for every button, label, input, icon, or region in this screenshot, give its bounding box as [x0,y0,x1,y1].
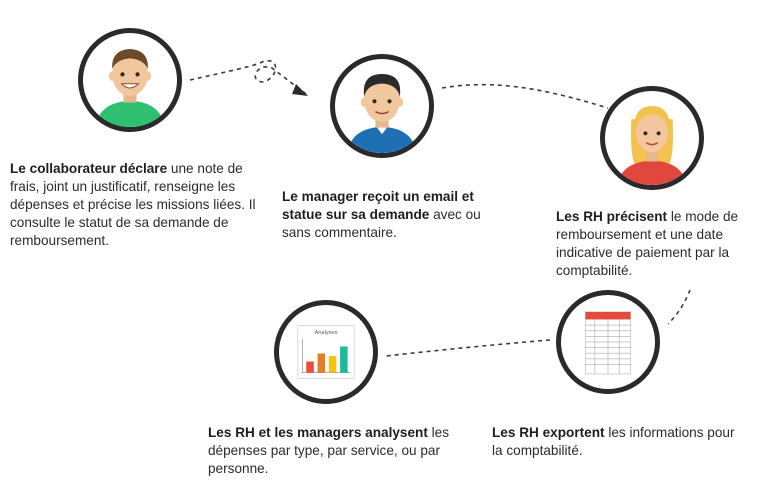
step-analyses-bold: Les RH et les managers analysent [208,425,428,440]
step-analyses-caption: Les RH et les managers analysent les dép… [208,424,454,478]
step-export-caption: Les RH exportent les informations pour l… [492,424,736,460]
step-hr-caption: Les RH précisent le mode de remboursemen… [556,208,764,280]
analyses-bar-2 [317,353,326,373]
connector-4-5 [385,339,551,357]
collaborator-avatar [78,28,182,132]
export-spreadsheet-icon [556,290,660,394]
step-manager-bold: Le manager reçoit un email et statue sur… [282,189,474,222]
analyses-bar-1 [306,361,314,373]
step-collaborator-text: une note de frais, joint un justificatif… [10,161,256,248]
connector-arrow-head [292,84,308,96]
hr-avatar [600,86,704,190]
step-manager-text: avec ou sans commentaire. [282,207,481,240]
step-collaborator-caption: Le collaborateur déclare une note de fra… [10,160,272,250]
step-collaborator-bold: Le collaborateur déclare [10,161,168,176]
connector-3-4 [667,289,691,325]
step-export-text: les informations pour la comptabilité. [492,425,735,458]
step-hr-text: le mode de remboursement et une date ind… [556,209,739,278]
step-analyses-text: les dépenses par type, par service, ou p… [208,425,450,476]
manager-avatar [330,54,434,158]
analyses-title: Analyses [315,330,338,336]
analyses-bar-3 [328,356,337,373]
connector-1-2 [189,59,307,95]
step-manager-caption: Le manager reçoit un email et statue sur… [282,188,504,242]
connector-2-3 [441,83,609,109]
analyses-bar-4 [340,346,348,373]
analyses-chart-icon: Analyses [274,300,378,404]
step-export-bold: Les RH exportent [492,425,605,440]
step-hr-bold: Les RH précisent [556,209,668,224]
